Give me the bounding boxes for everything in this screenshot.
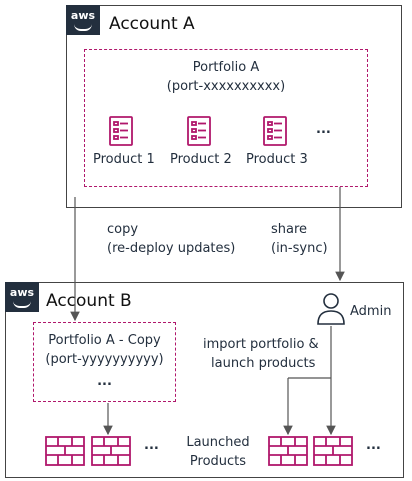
products-more: ... xyxy=(316,122,331,137)
launched-label-line2: Products xyxy=(189,454,247,469)
portfolio-a-id: (port-xxxxxxxxxx) xyxy=(166,79,286,94)
launched-more-right: ... xyxy=(366,438,381,453)
aws-logo-icon: aws xyxy=(5,282,39,312)
portfolio-a-name: Portfolio A xyxy=(192,60,260,75)
share-label: share xyxy=(271,222,308,237)
account-a-container xyxy=(66,5,402,208)
launched-label-line1: Launched xyxy=(186,435,250,450)
launched-more-left: ... xyxy=(144,438,159,453)
copy-sublabel: (re-deploy updates) xyxy=(107,241,236,256)
import-text-line1: import portfolio & xyxy=(203,337,319,352)
product-1-label: Product 1 xyxy=(93,152,155,167)
copy-label: copy xyxy=(107,222,139,237)
import-text-line2: launch products xyxy=(211,356,316,371)
portfolio-copy-name: Portfolio A - Copy xyxy=(48,333,161,348)
admin-label: Admin xyxy=(350,304,392,319)
aws-logo-icon: aws xyxy=(66,5,100,35)
portfolio-a-box xyxy=(84,49,368,187)
product-3-label: Product 3 xyxy=(246,152,308,167)
portfolio-copy-box xyxy=(33,322,176,402)
share-sublabel: (in-sync) xyxy=(271,241,328,256)
account-b-title: Account B xyxy=(46,291,132,311)
account-a-title: Account A xyxy=(109,14,195,34)
portfolio-copy-more: ... xyxy=(97,374,112,389)
product-2-label: Product 2 xyxy=(170,152,232,167)
portfolio-copy-id: (port-yyyyyyyyyy) xyxy=(45,352,164,367)
